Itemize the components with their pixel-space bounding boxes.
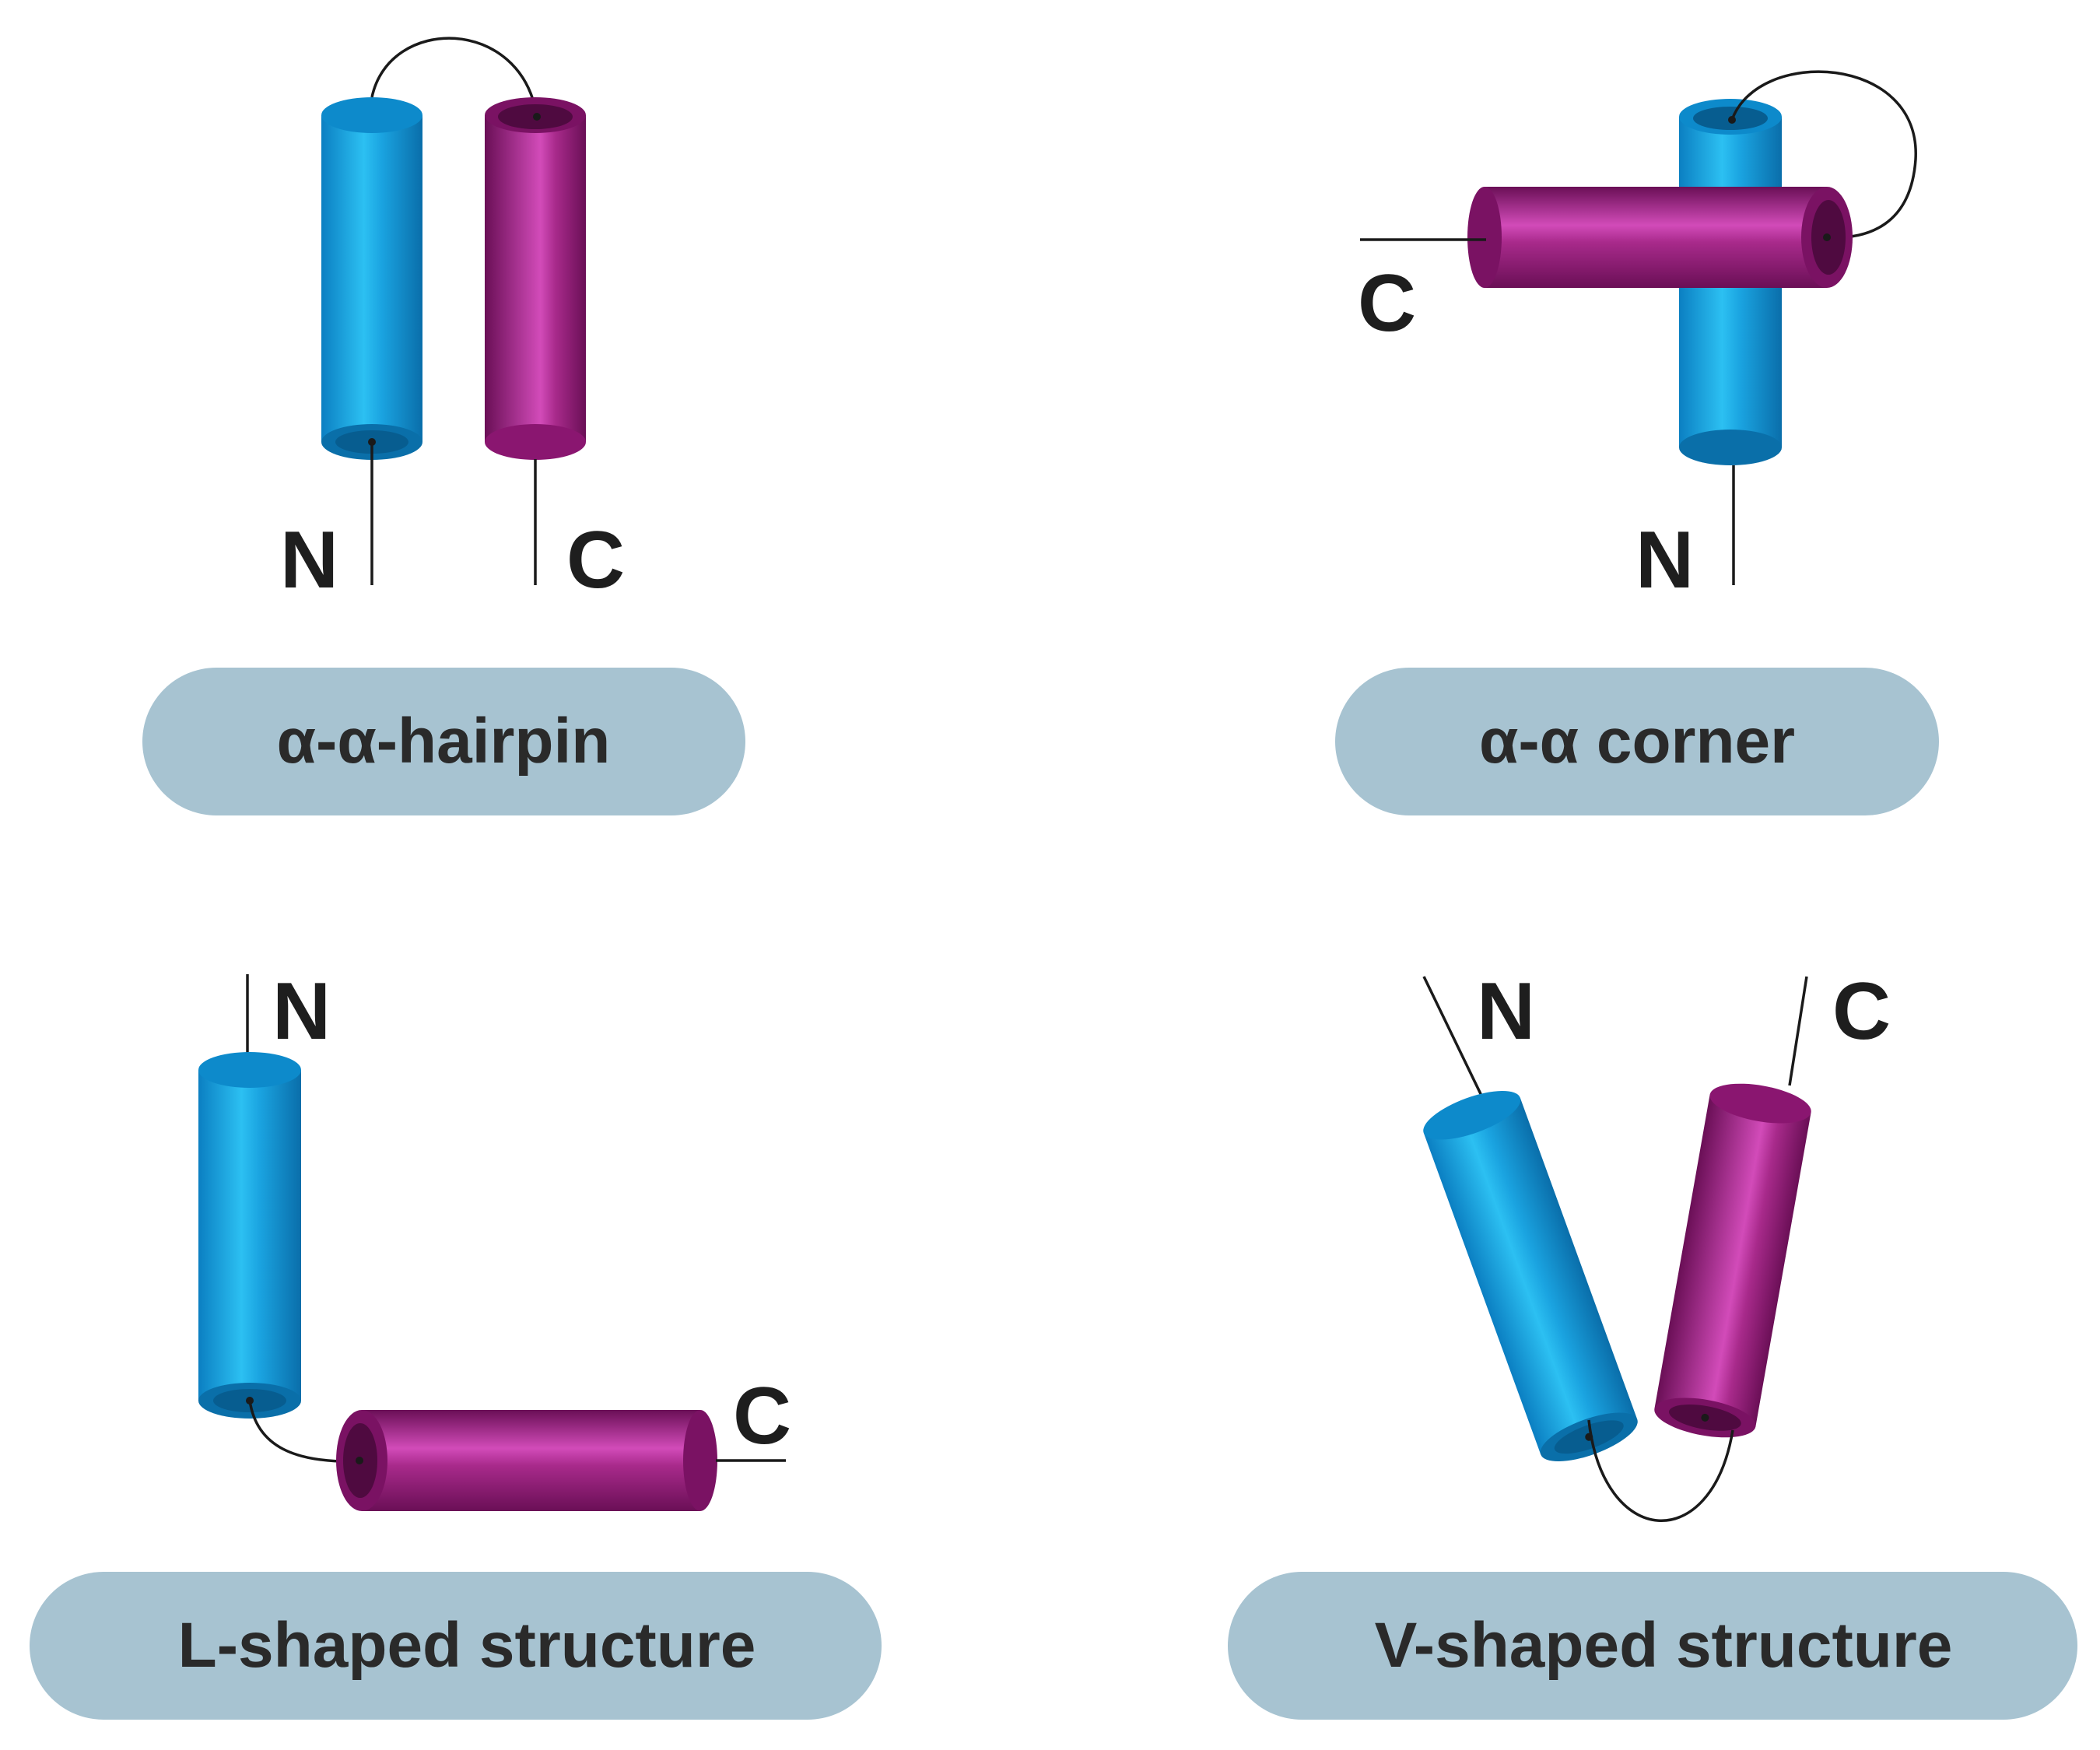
- l-shape-c-helix: [336, 1410, 717, 1511]
- v-shape-n-label: N: [1477, 966, 1535, 1057]
- v-shape-c-helix: [1654, 1083, 1811, 1438]
- corner-c-helix: [1467, 187, 1853, 288]
- l-shape-label-pill: [30, 1572, 882, 1720]
- v-shape-n-tail: [1422, 976, 1484, 1098]
- panel-corner: C N α-α corner: [1335, 70, 1939, 815]
- hairpin-connecting-loop: [370, 37, 538, 117]
- hairpin-n-label: N: [280, 515, 338, 605]
- l-shape-n-label: N: [272, 966, 331, 1057]
- l-shape-c-label: C: [733, 1371, 791, 1461]
- v-shape-label-pill: [1228, 1572, 2077, 1720]
- hairpin-label-pill: [142, 668, 745, 815]
- v-shape-connecting-loop: [1587, 1419, 1734, 1522]
- l-shape-n-helix: [198, 1052, 301, 1419]
- v-shape-c-tail: [1788, 976, 1808, 1086]
- hairpin-c-label: C: [566, 515, 625, 605]
- panel-hairpin: N C α-α-hairpin: [142, 37, 745, 815]
- corner-connecting-loop: [1730, 70, 1917, 240]
- hairpin-c-helix: [485, 97, 586, 460]
- panel-v-shape: N C V-shaped structure: [1228, 966, 2077, 1720]
- v-shape-c-label: C: [1832, 966, 1891, 1057]
- corner-label: α-α corner: [1479, 706, 1795, 777]
- hairpin-n-helix: [321, 97, 422, 460]
- panel-l-shape: N C L-shaped structure: [30, 966, 882, 1720]
- hairpin-label: α-α-hairpin: [277, 706, 611, 777]
- l-shape-label: L-shaped structure: [178, 1610, 756, 1681]
- corner-n-label: N: [1635, 515, 1694, 605]
- v-shape-n-helix: [1423, 1091, 1638, 1461]
- corner-label-pill: [1335, 668, 1939, 815]
- v-shape-label: V-shaped structure: [1375, 1610, 1953, 1681]
- corner-c-label: C: [1358, 258, 1416, 349]
